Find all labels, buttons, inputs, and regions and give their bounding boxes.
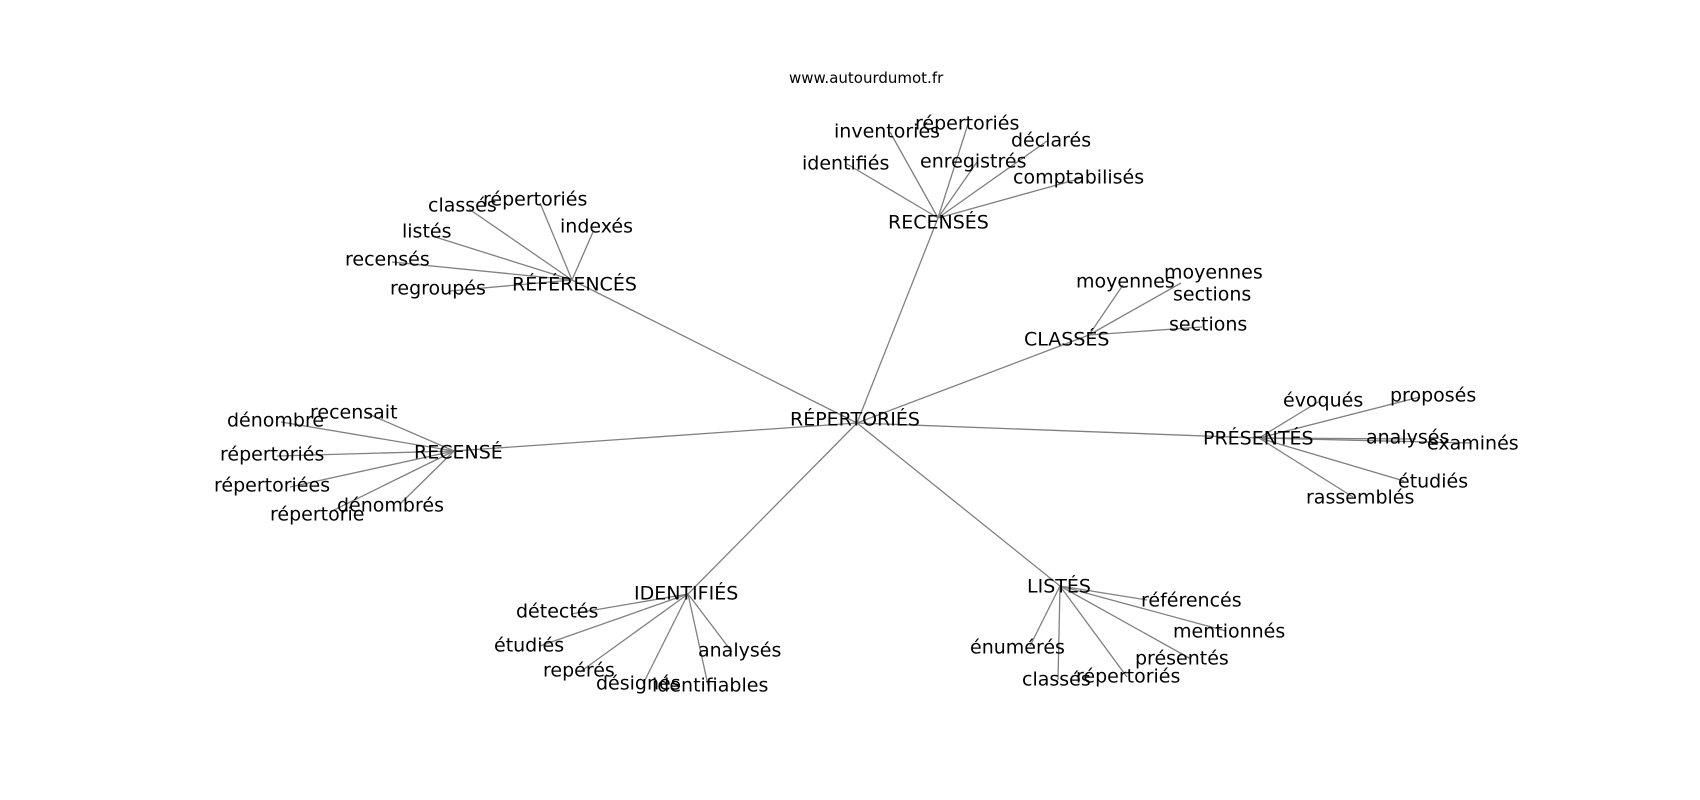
leaf-node-label[interactable]: désignés (596, 673, 681, 695)
leaf-node-label[interactable]: classés (428, 195, 497, 217)
edge-hub-6-leaf-6 (687, 593, 733, 653)
edge-hub-7-leaf-5 (1057, 585, 1061, 681)
leaf-node-label[interactable]: recensés (345, 249, 430, 271)
edge-hub-5-leaf-4 (1258, 437, 1471, 444)
edge-hub-4-leaf-2 (365, 412, 455, 452)
leaf-node-label[interactable]: répertoriés (1076, 666, 1180, 688)
leaf-node-label[interactable]: classés (1022, 669, 1091, 691)
edge-hub-1-leaf-3 (937, 140, 1048, 219)
graph-edges (276, 123, 1471, 686)
edge-hub-6-leaf-3 (579, 593, 689, 673)
edge-hub-7-leaf-6 (1029, 585, 1061, 647)
leaf-node-label[interactable]: repérés (543, 660, 615, 682)
leaf-node-label[interactable]: répertoriés (915, 113, 1019, 135)
edge-hub-3-leaf-3 (1088, 326, 1203, 336)
leaf-node-label[interactable]: listés (402, 221, 452, 243)
edge-hub-6-leaf-1 (570, 593, 689, 615)
edge-hub-1-leaf-4 (846, 163, 939, 219)
leaf-node-label[interactable]: déclarés (1011, 130, 1091, 152)
edge-hub-1-leaf-1 (889, 131, 939, 219)
edge-hub-2-leaf-6 (449, 279, 573, 292)
leaf-node-label[interactable]: comptabilisés (1013, 167, 1144, 189)
edge-hub-1-leaf-6 (937, 177, 1083, 219)
edge-center-to-hub-7 (856, 422, 1061, 587)
edge-center-to-hub-5 (856, 422, 1260, 439)
edge-hub-6-leaf-2 (539, 593, 689, 647)
leaf-node-label[interactable]: présentés (1135, 648, 1229, 670)
edge-hub-6-leaf-4 (642, 593, 689, 685)
leaf-node-label[interactable]: détectés (516, 601, 598, 623)
leaf-node-label[interactable]: inventoriés (834, 121, 940, 143)
edge-hub-2-leaf-1 (468, 208, 573, 281)
edge-hub-4-leaf-5 (329, 450, 455, 513)
leaf-node-label[interactable]: évoqués (1283, 390, 1363, 412)
edge-hub-2-leaf-5 (391, 261, 573, 281)
leaf-node-label[interactable]: analysés (1366, 427, 1449, 449)
leaf-node-label[interactable]: étudiés (1398, 471, 1468, 493)
hub-node-label[interactable]: PRÉSENTÉS (1203, 427, 1314, 450)
edge-hub-6-leaf-5 (687, 593, 709, 686)
edge-hub-5-leaf-5 (1258, 437, 1405, 482)
leaf-node-label[interactable]: répertoriées (214, 475, 330, 497)
hub-node-label[interactable]: RECENSÉ (414, 441, 503, 464)
leaf-node-label[interactable]: recensait (310, 402, 398, 424)
edge-hub-1-leaf-2 (937, 123, 969, 219)
leaf-node-label[interactable]: identifiés (802, 153, 889, 175)
edge-hub-7-leaf-2 (1059, 585, 1227, 632)
hub-node-label[interactable]: CLASSÉS (1024, 328, 1109, 351)
leaf-node-label[interactable]: sections (1169, 314, 1247, 336)
edge-hub-5-leaf-2 (1258, 396, 1421, 439)
edge-hub-3-leaf-1 (1088, 284, 1124, 336)
edge-hub-2-leaf-4 (431, 235, 573, 281)
leaf-node-label[interactable]: identifiables (652, 675, 768, 697)
edge-hub-4-leaf-3 (276, 450, 455, 457)
leaf-node-label[interactable]: analysés (698, 640, 781, 662)
leaf-node-label[interactable]: regroupés (390, 278, 486, 300)
hub-node-label[interactable]: IDENTIFIÉS (634, 582, 738, 605)
leaf-node-label[interactable]: référencés (1141, 590, 1242, 612)
watermark: www.autourdumot.fr (789, 69, 944, 87)
edge-hub-4-leaf-6 (399, 450, 455, 505)
edge-center-to-hub-2 (571, 279, 858, 424)
edge-center-to-hub-6 (687, 422, 858, 595)
edge-hub-7-leaf-4 (1059, 585, 1128, 678)
graph-labels: www.autourdumot.fr RÉPERTORIÉS inventori… (214, 69, 1519, 697)
leaf-node-label[interactable]: répertorie (270, 504, 365, 526)
edge-hub-1-leaf-5 (937, 161, 978, 219)
hub-node-label[interactable]: LISTÉS (1027, 575, 1091, 598)
leaf-node-label[interactable]: indexés (560, 216, 633, 238)
leaf-node-label[interactable]: dénombre (227, 410, 324, 432)
edge-hub-4-leaf-4 (289, 450, 455, 488)
leaf-node-label[interactable]: mentionnés (1173, 621, 1285, 643)
edge-hub-7-leaf-1 (1059, 585, 1148, 601)
center-node-label[interactable]: RÉPERTORIÉS (790, 408, 920, 431)
leaf-node-label[interactable]: examinés (1427, 433, 1519, 455)
leaf-node-label[interactable]: dénombrés (337, 495, 444, 517)
edge-center-to-hub-1 (856, 217, 939, 424)
edge-hub-4-leaf-1 (280, 421, 455, 452)
leaf-node-label[interactable]: proposés (1390, 385, 1476, 407)
edge-center-to-hub-3 (856, 334, 1090, 424)
edge-hub-2-leaf-3 (571, 231, 594, 281)
leaf-node-label[interactable]: étudiés (494, 635, 564, 657)
leaf-node-label[interactable]: répertoriés (483, 189, 587, 211)
edge-hub-5-leaf-6 (1258, 437, 1354, 498)
hub-node-label[interactable]: RÉFÉRENCÉS (512, 273, 637, 296)
leaf-node-label[interactable]: énumérés (970, 637, 1065, 659)
leaf-node-label[interactable]: enregistrés (920, 151, 1027, 173)
edge-hub-3-leaf-2 (1088, 282, 1182, 336)
leaf-node-label[interactable]: rassemblés (1306, 487, 1414, 509)
edge-hub-7-leaf-3 (1059, 585, 1192, 660)
leaf-node-label[interactable]: moyennes (1164, 262, 1263, 284)
leaf-node-label[interactable]: sections (1173, 284, 1251, 306)
edge-center-to-hub-4 (453, 422, 858, 452)
hub-node-label[interactable]: RECENSÉS (888, 211, 989, 234)
leaf-node-label[interactable]: moyennes (1076, 271, 1175, 293)
edge-hub-2-leaf-2 (539, 202, 573, 281)
edge-hub-5-leaf-1 (1258, 401, 1319, 439)
leaf-node-label[interactable]: répertoriés (220, 444, 324, 466)
